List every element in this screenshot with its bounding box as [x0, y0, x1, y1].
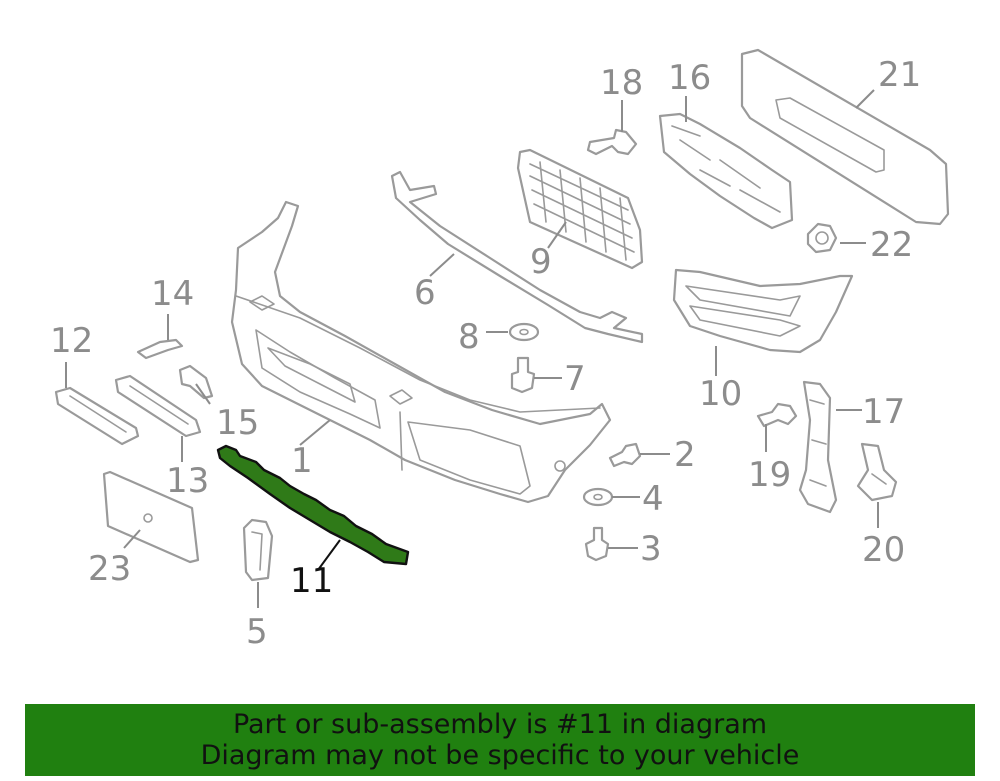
- part-8-washer[interactable]: [508, 322, 540, 342]
- callout-17: 17: [862, 392, 905, 432]
- callout-23: 23: [88, 549, 131, 589]
- callout-5: 5: [246, 612, 268, 652]
- part-15-clip[interactable]: [178, 364, 214, 400]
- callout-7: 7: [564, 359, 586, 399]
- part-23-plate-bracket[interactable]: [102, 470, 200, 564]
- part-10-lower-grille[interactable]: [672, 268, 854, 354]
- part-6-trim-strip[interactable]: [390, 170, 644, 344]
- banner-line-2: Diagram may not be specific to your vehi…: [200, 740, 800, 771]
- callout-15: 15: [216, 403, 259, 443]
- callout-14: 14: [151, 274, 194, 314]
- part-13-side-support[interactable]: [114, 374, 202, 438]
- callout-12: 12: [50, 321, 93, 361]
- callout-21: 21: [878, 55, 921, 95]
- callout-18: 18: [600, 63, 643, 103]
- callout-10: 10: [699, 374, 742, 414]
- part-21-absorber[interactable]: [740, 48, 950, 226]
- part-22-nut[interactable]: [806, 222, 838, 254]
- callout-3: 3: [640, 529, 662, 569]
- part-2-screw[interactable]: [608, 442, 642, 468]
- part-18-push-pin[interactable]: [586, 128, 638, 156]
- callout-20: 20: [862, 530, 905, 570]
- callout-16: 16: [668, 58, 711, 98]
- part-info-banner: Part or sub-assembly is #11 in diagram D…: [25, 704, 975, 776]
- callout-9: 9: [530, 242, 552, 282]
- part-20-small-bracket[interactable]: [856, 442, 898, 502]
- callout-8: 8: [458, 317, 480, 357]
- parts-diagram: 1 2 3 4 5 6 7 8 9 10 11 12 13 14 15 16 1…: [50, 48, 950, 652]
- callout-4: 4: [642, 479, 664, 519]
- callout-22: 22: [870, 225, 913, 265]
- part-3-bolt[interactable]: [584, 526, 610, 562]
- callout-labels: 1 2 3 4 5 6 7 8 9 10 11 12 13 14 15 16 1…: [50, 55, 921, 652]
- callout-1: 1: [291, 441, 313, 481]
- callout-13: 13: [166, 461, 209, 501]
- callout-6: 6: [414, 273, 436, 313]
- callout-11: 11: [290, 561, 333, 601]
- leader-lines: [65, 89, 879, 608]
- part-12-side-support[interactable]: [54, 386, 140, 446]
- callout-2: 2: [674, 435, 696, 475]
- part-5-bracket[interactable]: [242, 518, 274, 582]
- part-17-side-bracket[interactable]: [798, 380, 838, 514]
- callout-19: 19: [748, 455, 791, 495]
- part-19-push-pin[interactable]: [756, 402, 798, 428]
- part-14-clip[interactable]: [136, 338, 184, 360]
- part-16-bracket[interactable]: [658, 112, 794, 230]
- part-1-bumper-cover[interactable]: [230, 200, 612, 504]
- part-4-washer[interactable]: [582, 487, 614, 507]
- part-7-bolt[interactable]: [510, 356, 536, 394]
- banner-line-1: Part or sub-assembly is #11 in diagram: [232, 709, 768, 740]
- part-11-lower-spoiler[interactable]: [216, 444, 410, 566]
- part-9-grille-mesh[interactable]: [516, 148, 644, 270]
